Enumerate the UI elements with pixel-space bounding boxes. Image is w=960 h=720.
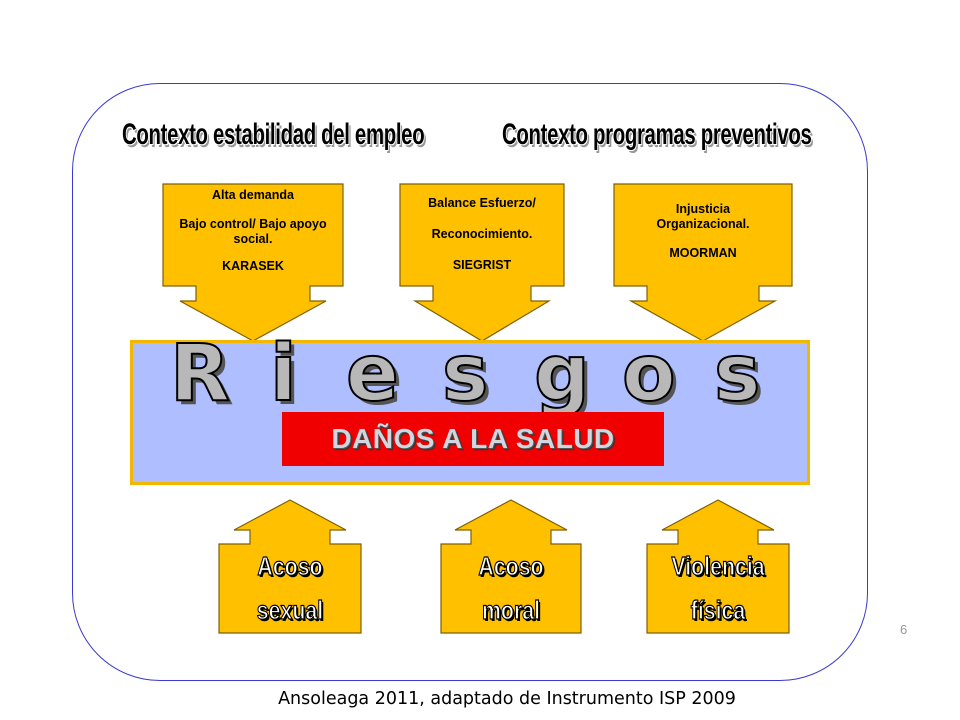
riesgos-word: R i e s g o s bbox=[169, 329, 770, 419]
riesgos-letter-e: e bbox=[345, 329, 400, 419]
arrow-siegrist-line-1: Balance Esfuerzo/ bbox=[428, 196, 536, 210]
arrow-karasek-line-3: KARASEK bbox=[222, 259, 284, 273]
source-caption: Ansoleaga 2011, adaptado de Instrumento … bbox=[278, 689, 736, 709]
arrow-acoso-sexual-shape bbox=[218, 499, 362, 634]
violencia-fisica-line-2: física bbox=[690, 594, 746, 625]
riesgos-letter-s2: s bbox=[713, 329, 761, 419]
acoso-sexual-line-2: sexual bbox=[256, 594, 324, 625]
riesgos-letter-g: g bbox=[533, 329, 591, 419]
acoso-moral-line-1: Acoso bbox=[478, 550, 544, 581]
riesgos-letter-r: R bbox=[169, 329, 231, 419]
arrow-acoso-moral-shape bbox=[440, 499, 582, 634]
riesgos-letter-s: s bbox=[441, 329, 489, 419]
acoso-moral-line-2: moral bbox=[481, 594, 541, 625]
riesgos-letter-o: o bbox=[621, 329, 677, 419]
violencia-fisica-line-1: Violencia bbox=[671, 550, 765, 581]
arrow-moorman-text: Injusticia Organizacional. MOORMAN bbox=[613, 202, 793, 261]
arrow-violencia-fisica-shape bbox=[646, 499, 790, 634]
arrow-moorman-shape bbox=[613, 183, 793, 342]
arrow-siegrist-text: Balance Esfuerzo/ Reconocimiento. SIEGRI… bbox=[399, 196, 565, 273]
arrow-moorman-line-2: MOORMAN bbox=[669, 246, 737, 260]
danos-salud-box: DAÑOS A LA SALUD bbox=[282, 412, 664, 466]
context-preventive-programs-title: Contexto programas preventivos bbox=[502, 118, 812, 151]
arrow-siegrist-line-2: Reconocimiento. bbox=[431, 227, 533, 241]
arrow-siegrist-shape bbox=[399, 183, 565, 342]
arrow-acoso-moral: Acoso moral bbox=[440, 498, 582, 634]
arrow-karasek: Alta demanda Bajo control/ Bajo apoyo so… bbox=[162, 183, 344, 343]
arrow-moorman-line-1: Injusticia Organizacional. bbox=[656, 202, 750, 231]
page-number: 6 bbox=[900, 622, 908, 637]
arrow-karasek-shape bbox=[162, 183, 344, 342]
acoso-sexual-line-1: Acoso bbox=[257, 550, 323, 581]
danos-salud-label: DAÑOS A LA SALUD bbox=[331, 423, 615, 454]
arrow-karasek-line-2: Bajo control/ Bajo apoyo social. bbox=[179, 217, 327, 246]
arrow-siegrist: Balance Esfuerzo/ Reconocimiento. SIEGRI… bbox=[399, 183, 565, 343]
riesgos-letter-i: i bbox=[269, 329, 298, 419]
context-employment-stability-title: Contexto estabilidad del empleo bbox=[122, 118, 425, 151]
arrow-moorman: Injusticia Organizacional. MOORMAN bbox=[613, 183, 793, 343]
arrow-karasek-line-1: Alta demanda bbox=[212, 188, 294, 202]
arrow-violencia-fisica: Violencia física bbox=[646, 498, 790, 634]
rounded-frame bbox=[72, 83, 868, 681]
arrow-acoso-sexual: Acoso sexual bbox=[218, 498, 362, 634]
arrow-karasek-text: Alta demanda Bajo control/ Bajo apoyo so… bbox=[162, 188, 344, 274]
arrow-siegrist-line-3: SIEGRIST bbox=[452, 258, 512, 272]
